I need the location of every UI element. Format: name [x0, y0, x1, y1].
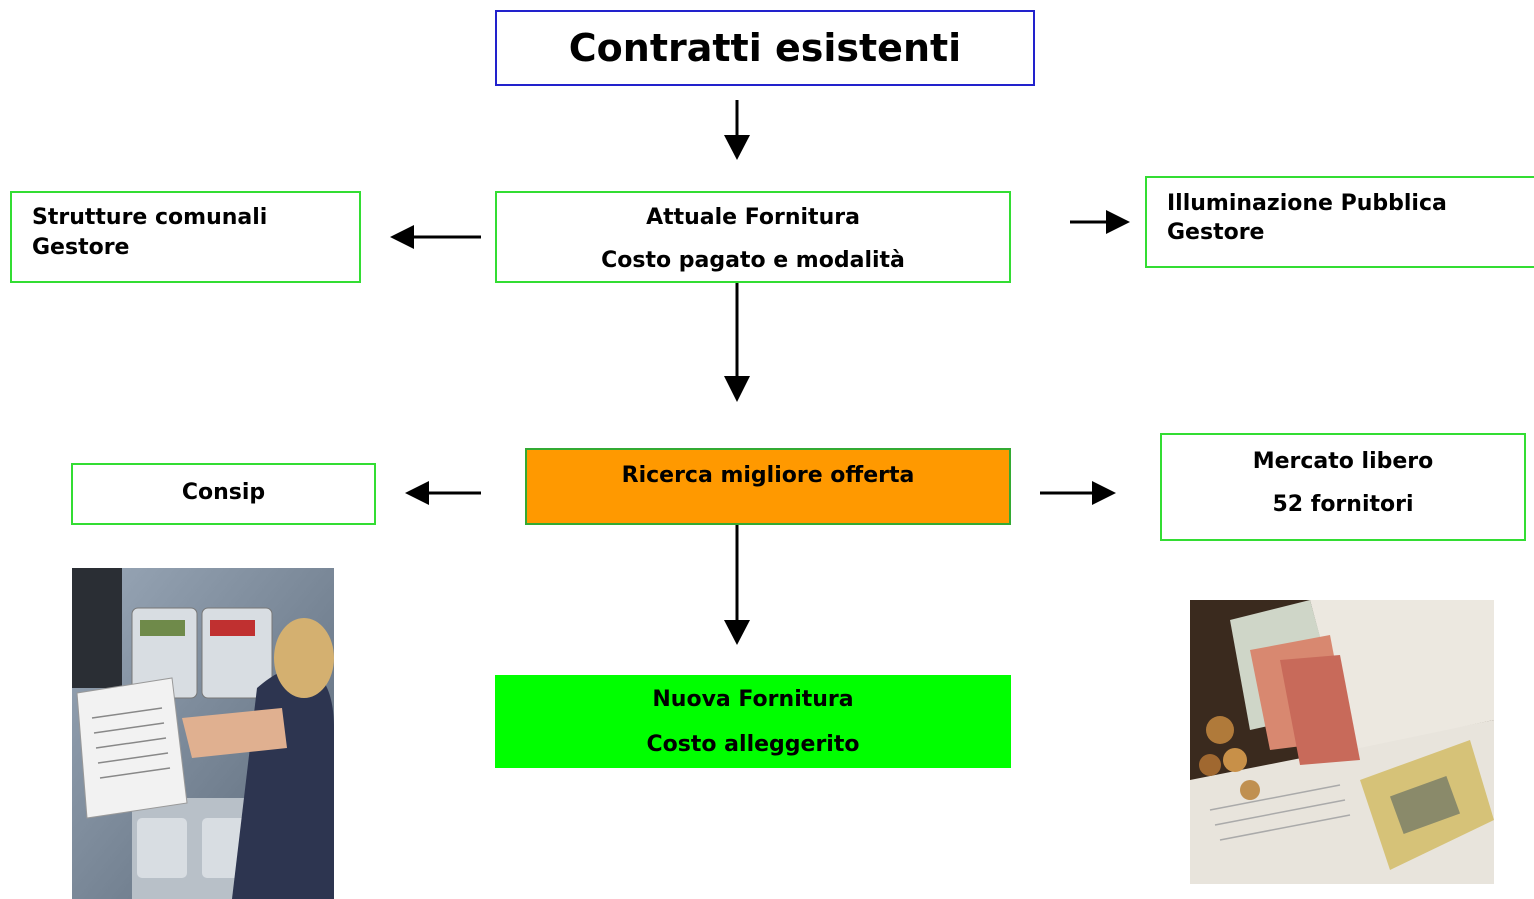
- arrowhead-title-to-current: [724, 135, 750, 160]
- arrowhead-search-to-market: [1092, 481, 1116, 505]
- new-supply-line1: Nuova Fornitura: [652, 687, 854, 712]
- new-supply-box: Nuova Fornitura Costo alleggerito: [495, 675, 1011, 768]
- municipal-structures-box: Strutture comunali Gestore: [10, 191, 361, 283]
- new-supply-line2: Costo alleggerito: [646, 732, 860, 757]
- public-lighting-line2: Gestore: [1167, 220, 1265, 245]
- search-best-offer-box: Ricerca migliore offerta: [525, 448, 1011, 525]
- arrowhead-current-to-right: [1106, 210, 1130, 234]
- money-illustration: [1190, 600, 1494, 884]
- title-box: Contratti esistenti: [495, 10, 1035, 86]
- public-lighting-line1: Illuminazione Pubblica: [1167, 191, 1447, 216]
- consip-box: Consip: [71, 463, 376, 525]
- free-market-line2: 52 fornitori: [1272, 492, 1414, 517]
- municipal-structures-line2: Gestore: [32, 235, 130, 260]
- money-bills-photo: [1190, 600, 1494, 884]
- current-supply-line1: Attuale Fornitura: [646, 205, 860, 230]
- public-lighting-box: Illuminazione Pubblica Gestore: [1145, 176, 1534, 268]
- arrowhead-current-to-search: [724, 376, 750, 402]
- search-best-offer-label: Ricerca migliore offerta: [621, 463, 915, 488]
- municipal-structures-line1: Strutture comunali: [32, 205, 268, 230]
- arrowhead-search-to-consip: [405, 481, 429, 505]
- current-supply-line2: Costo pagato e modalità: [601, 248, 905, 273]
- arrowhead-current-to-left: [390, 225, 414, 249]
- consip-label: Consip: [181, 480, 266, 505]
- arrowhead-search-to-new: [724, 620, 750, 645]
- free-market-box: Mercato libero 52 fornitori: [1160, 433, 1526, 541]
- meter-illustration: [72, 568, 334, 899]
- meter-photo: [72, 568, 334, 899]
- current-supply-box: Attuale Fornitura Costo pagato e modalit…: [495, 191, 1011, 283]
- free-market-line1: Mercato libero: [1252, 449, 1434, 474]
- diagram-title: Contratti esistenti: [568, 26, 962, 70]
